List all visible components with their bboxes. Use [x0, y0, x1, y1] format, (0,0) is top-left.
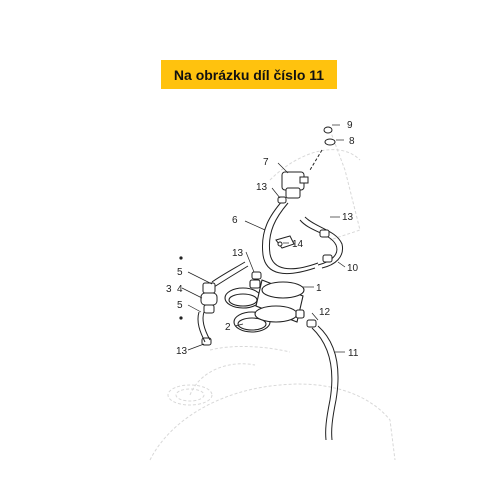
callout-11: 11	[348, 348, 359, 359]
fuel-pump-1	[249, 279, 305, 323]
part-number-banner: Na obrázku díl číslo 11	[161, 60, 337, 89]
callout-9: 9	[347, 120, 353, 131]
hose-10	[299, 216, 344, 269]
callout-2: 2	[225, 322, 231, 333]
callout-5-upper: 5	[177, 267, 183, 278]
hose-5-lower	[197, 311, 211, 343]
callout-4: 4	[177, 284, 183, 295]
clip-8-9	[309, 126, 336, 171]
callout-3: 3	[166, 284, 172, 295]
callout-7: 7	[263, 157, 269, 168]
clamps-13	[201, 196, 333, 346]
callout-1: 1	[316, 283, 322, 294]
callout-8: 8	[349, 136, 355, 147]
bracket-14	[275, 235, 295, 249]
callout-14: 14	[292, 239, 304, 250]
callout-13-right: 13	[342, 212, 354, 223]
callout-5-lower: 5	[177, 300, 183, 311]
bullet-dots	[179, 256, 183, 320]
leader-lines	[181, 124, 346, 353]
callout-6: 6	[232, 215, 238, 226]
clamp-12	[306, 319, 317, 328]
hose-11	[311, 325, 339, 441]
hose-5-upper	[211, 261, 249, 288]
callout-13-bottom: 13	[176, 346, 188, 357]
callout-12: 12	[319, 307, 331, 318]
hose-6	[261, 199, 319, 275]
filter-4	[200, 282, 218, 314]
valve-7	[281, 171, 309, 199]
ghost-tank-outline	[149, 129, 396, 461]
callout-13-top: 13	[256, 182, 268, 193]
callout-13-mid: 13	[232, 248, 244, 259]
callout-10: 10	[347, 263, 359, 274]
